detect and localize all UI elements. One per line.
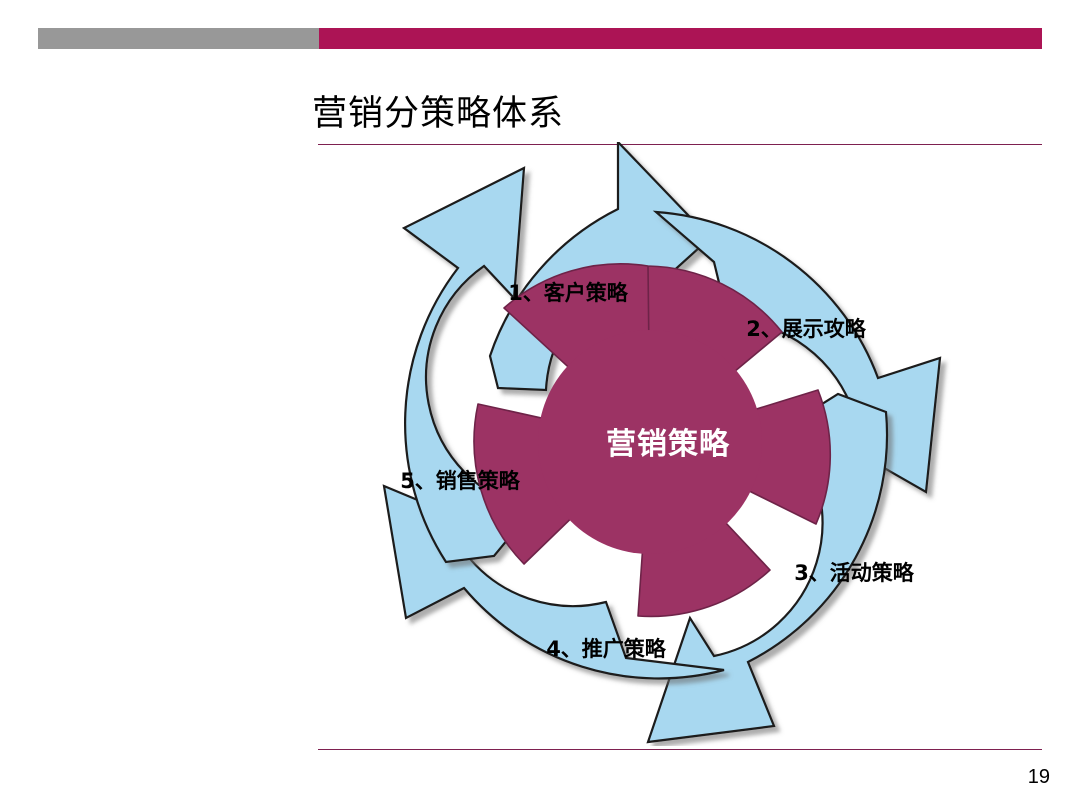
cycle-diagram: 营销策略 1、客户策略 2、展示攻略 3、活动策略 4、推广策略 5、销售策略: [318, 142, 1042, 746]
header-decoration-bars: [0, 0, 1080, 60]
cycle-segment-3-label: 3、活动策略: [794, 561, 915, 585]
header-bar-accent: [319, 28, 1042, 49]
page-number: 19: [1027, 766, 1050, 788]
cycle-segment-5[interactable]: [401, 166, 534, 564]
page-title: 营销分策略体系: [312, 94, 565, 134]
cycle-segment-4-label: 4、推广策略: [546, 637, 667, 661]
title-divider-rule: [318, 144, 1042, 145]
header-bar-gray: [38, 28, 319, 49]
cycle-segment-1-label: 1、客户策略: [508, 281, 629, 305]
title-block: 营销分策略体系: [312, 92, 1042, 136]
footer-divider-rule: [318, 749, 1042, 750]
cycle-segment-5-label: 5、销售策略: [400, 469, 521, 493]
cycle-hub: [473, 263, 832, 618]
cycle-hub-label: 营销策略: [606, 427, 730, 462]
cycle-segment-2-label: 2、展示攻略: [746, 317, 867, 341]
cycle-diagram-svg: 营销策略 1、客户策略 2、展示攻略 3、活动策略 4、推广策略 5、销售策略: [382, 142, 942, 744]
cycle-hub-core: [538, 330, 762, 554]
